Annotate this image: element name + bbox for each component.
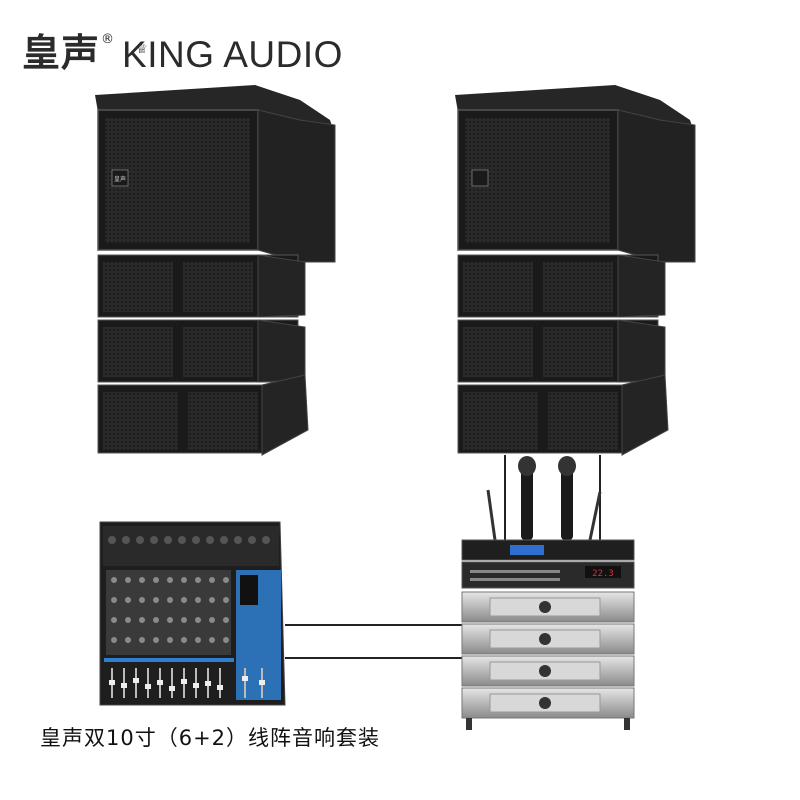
left-array-module-2 <box>97 319 306 383</box>
signal-cables <box>285 624 462 659</box>
brand-name-en: ♕ KING AUDIO <box>122 30 343 80</box>
power-amplifier-4 <box>461 687 635 719</box>
equipment-rack: 22.3 <box>461 456 635 730</box>
audio-mixer <box>99 521 286 706</box>
right-array-module-3 <box>457 374 669 456</box>
brand-logo: 皇声 ® ♕ KING AUDIO <box>22 30 343 80</box>
right-line-array-stack <box>455 85 696 456</box>
right-array-module-1 <box>457 254 666 318</box>
left-array-module-3 <box>97 374 309 456</box>
rack-display: 22.3 <box>592 569 614 579</box>
power-amplifier-1 <box>461 591 635 623</box>
left-array-module-1 <box>97 254 306 318</box>
registered-mark: ® <box>101 32 115 47</box>
brand-name-en-text: KING AUDIO <box>122 34 343 75</box>
wireless-microphone-left <box>518 456 536 540</box>
power-amplifier-3 <box>461 655 635 687</box>
brand-name-cn: 皇声 <box>22 31 101 75</box>
speaker-cables <box>504 455 601 545</box>
product-caption: 皇声双10寸（6+2）线阵音响套装 <box>40 726 381 750</box>
speaker-badge: 皇声 <box>114 175 126 183</box>
left-line-array-stack: 皇声 <box>95 85 336 456</box>
power-amplifier-2 <box>461 623 635 655</box>
crown-icon: ♕ <box>136 41 149 56</box>
right-array-module-2 <box>457 319 666 383</box>
wireless-microphone-right <box>558 456 576 540</box>
